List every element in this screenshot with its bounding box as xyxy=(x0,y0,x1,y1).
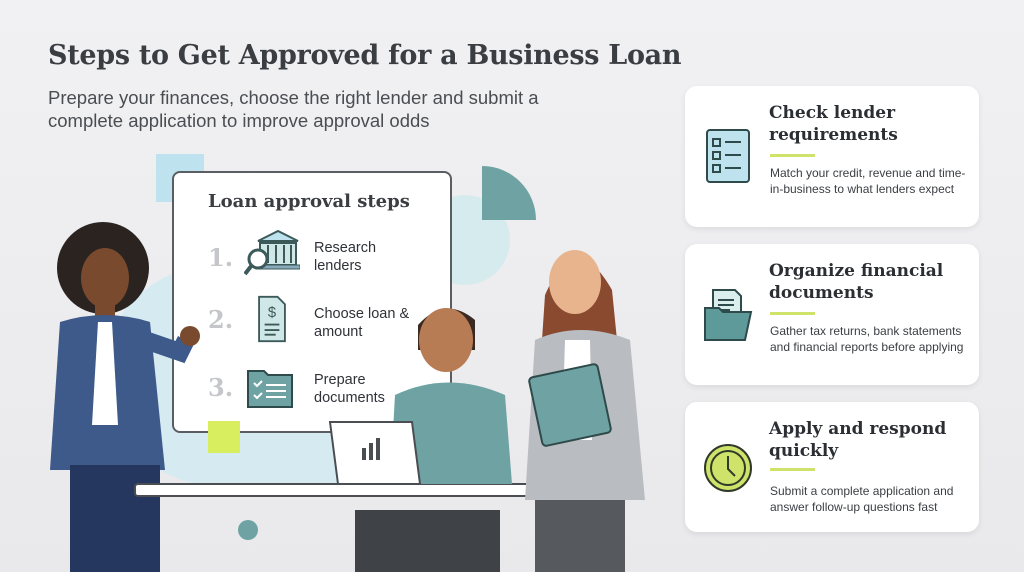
card-text: Gather tax returns, bank statements and … xyxy=(770,324,964,354)
card-apply-and-respond: Apply and respond quickly Submit a compl… xyxy=(685,402,979,532)
folder-icon xyxy=(704,289,753,341)
step-number: 3. xyxy=(208,373,234,402)
step-number: 1. xyxy=(208,243,234,272)
card-title: Organize financial documents xyxy=(769,261,944,303)
page-subtitle: Prepare your finances, choose the right … xyxy=(48,87,539,131)
sticky-note xyxy=(208,421,240,453)
accent-bar xyxy=(770,468,815,471)
step-label: Choose loan & amount xyxy=(314,306,410,340)
checklist-icon xyxy=(706,129,750,183)
step-label: Prepare documents xyxy=(314,372,385,406)
clock-icon xyxy=(704,444,752,492)
man-seated xyxy=(355,308,512,572)
accent-bar xyxy=(770,312,815,315)
step-number: 2. xyxy=(208,305,234,334)
card-text: Match your credit, revenue and time-in-b… xyxy=(770,166,966,196)
folder-checklist-icon xyxy=(247,370,293,408)
accent-bar xyxy=(770,154,815,157)
woman-with-folders xyxy=(525,250,645,572)
page-title: Steps to Get Approved for a Business Loa… xyxy=(48,40,682,71)
dollar-document-icon: $ xyxy=(258,295,286,343)
step-label: Research lenders xyxy=(314,240,377,274)
loan-steps-board: Loan approval steps 1. Research lenders … xyxy=(172,171,452,433)
board-title: Loan approval steps xyxy=(208,191,410,212)
card-title: Apply and respond quickly xyxy=(769,419,947,461)
card-title: Check lender requirements xyxy=(769,103,898,145)
svg-text:$: $ xyxy=(268,305,276,321)
bank-magnifier-icon xyxy=(244,229,300,276)
card-text: Submit a complete application and answer… xyxy=(770,484,954,514)
woman-presenter xyxy=(50,222,200,572)
desk xyxy=(134,483,566,497)
laptop xyxy=(328,421,422,485)
card-check-lender-requirements: Check lender requirements Match your cre… xyxy=(685,86,979,227)
card-organize-financial-documents: Organize financial documents Gather tax … xyxy=(685,244,979,385)
team-illustration xyxy=(50,222,645,572)
decor-dot xyxy=(238,520,258,540)
